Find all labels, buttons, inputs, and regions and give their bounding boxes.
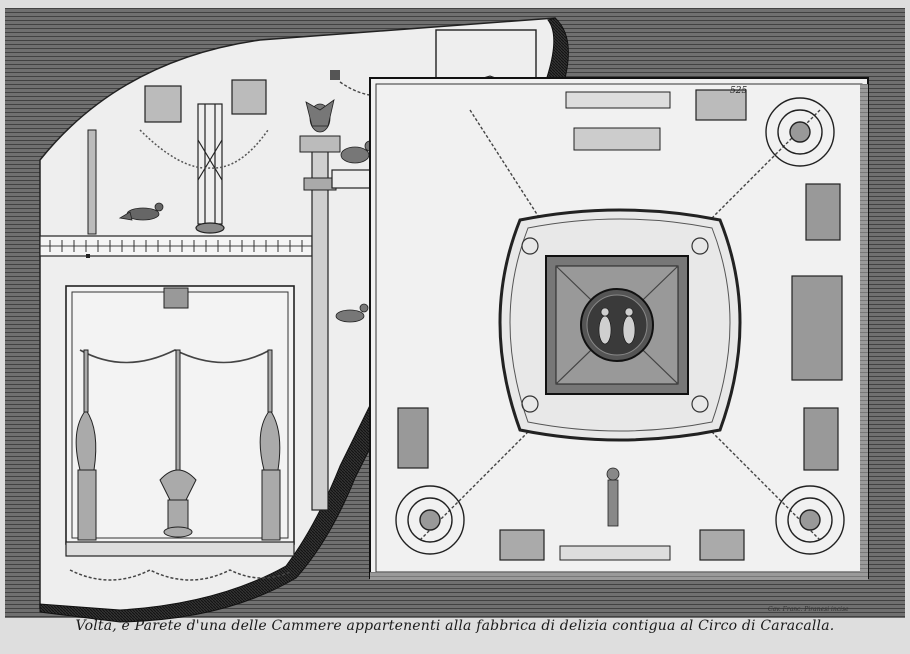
plate-caption: Volta, e Parete d'una delle Cammere appa… <box>75 618 835 634</box>
corner-scroll-bottom-right <box>775 485 845 555</box>
candelabra-center <box>159 349 197 538</box>
cage-ornament <box>195 103 225 234</box>
bird-figure <box>118 202 164 221</box>
column <box>311 149 329 511</box>
corner-scroll-bottom-left <box>395 485 465 555</box>
central-standing-figure <box>606 467 620 527</box>
engraver-signature: Cav. Franc. Piranesi incise <box>768 606 849 613</box>
plate-number: 525 <box>730 86 748 96</box>
candelabra-left <box>75 349 97 541</box>
wrestling-figures <box>598 307 636 345</box>
winged-figure <box>305 99 335 133</box>
candelabra-right <box>259 349 281 541</box>
corner-scroll-top-right <box>765 97 835 167</box>
perched-bird <box>335 303 369 323</box>
